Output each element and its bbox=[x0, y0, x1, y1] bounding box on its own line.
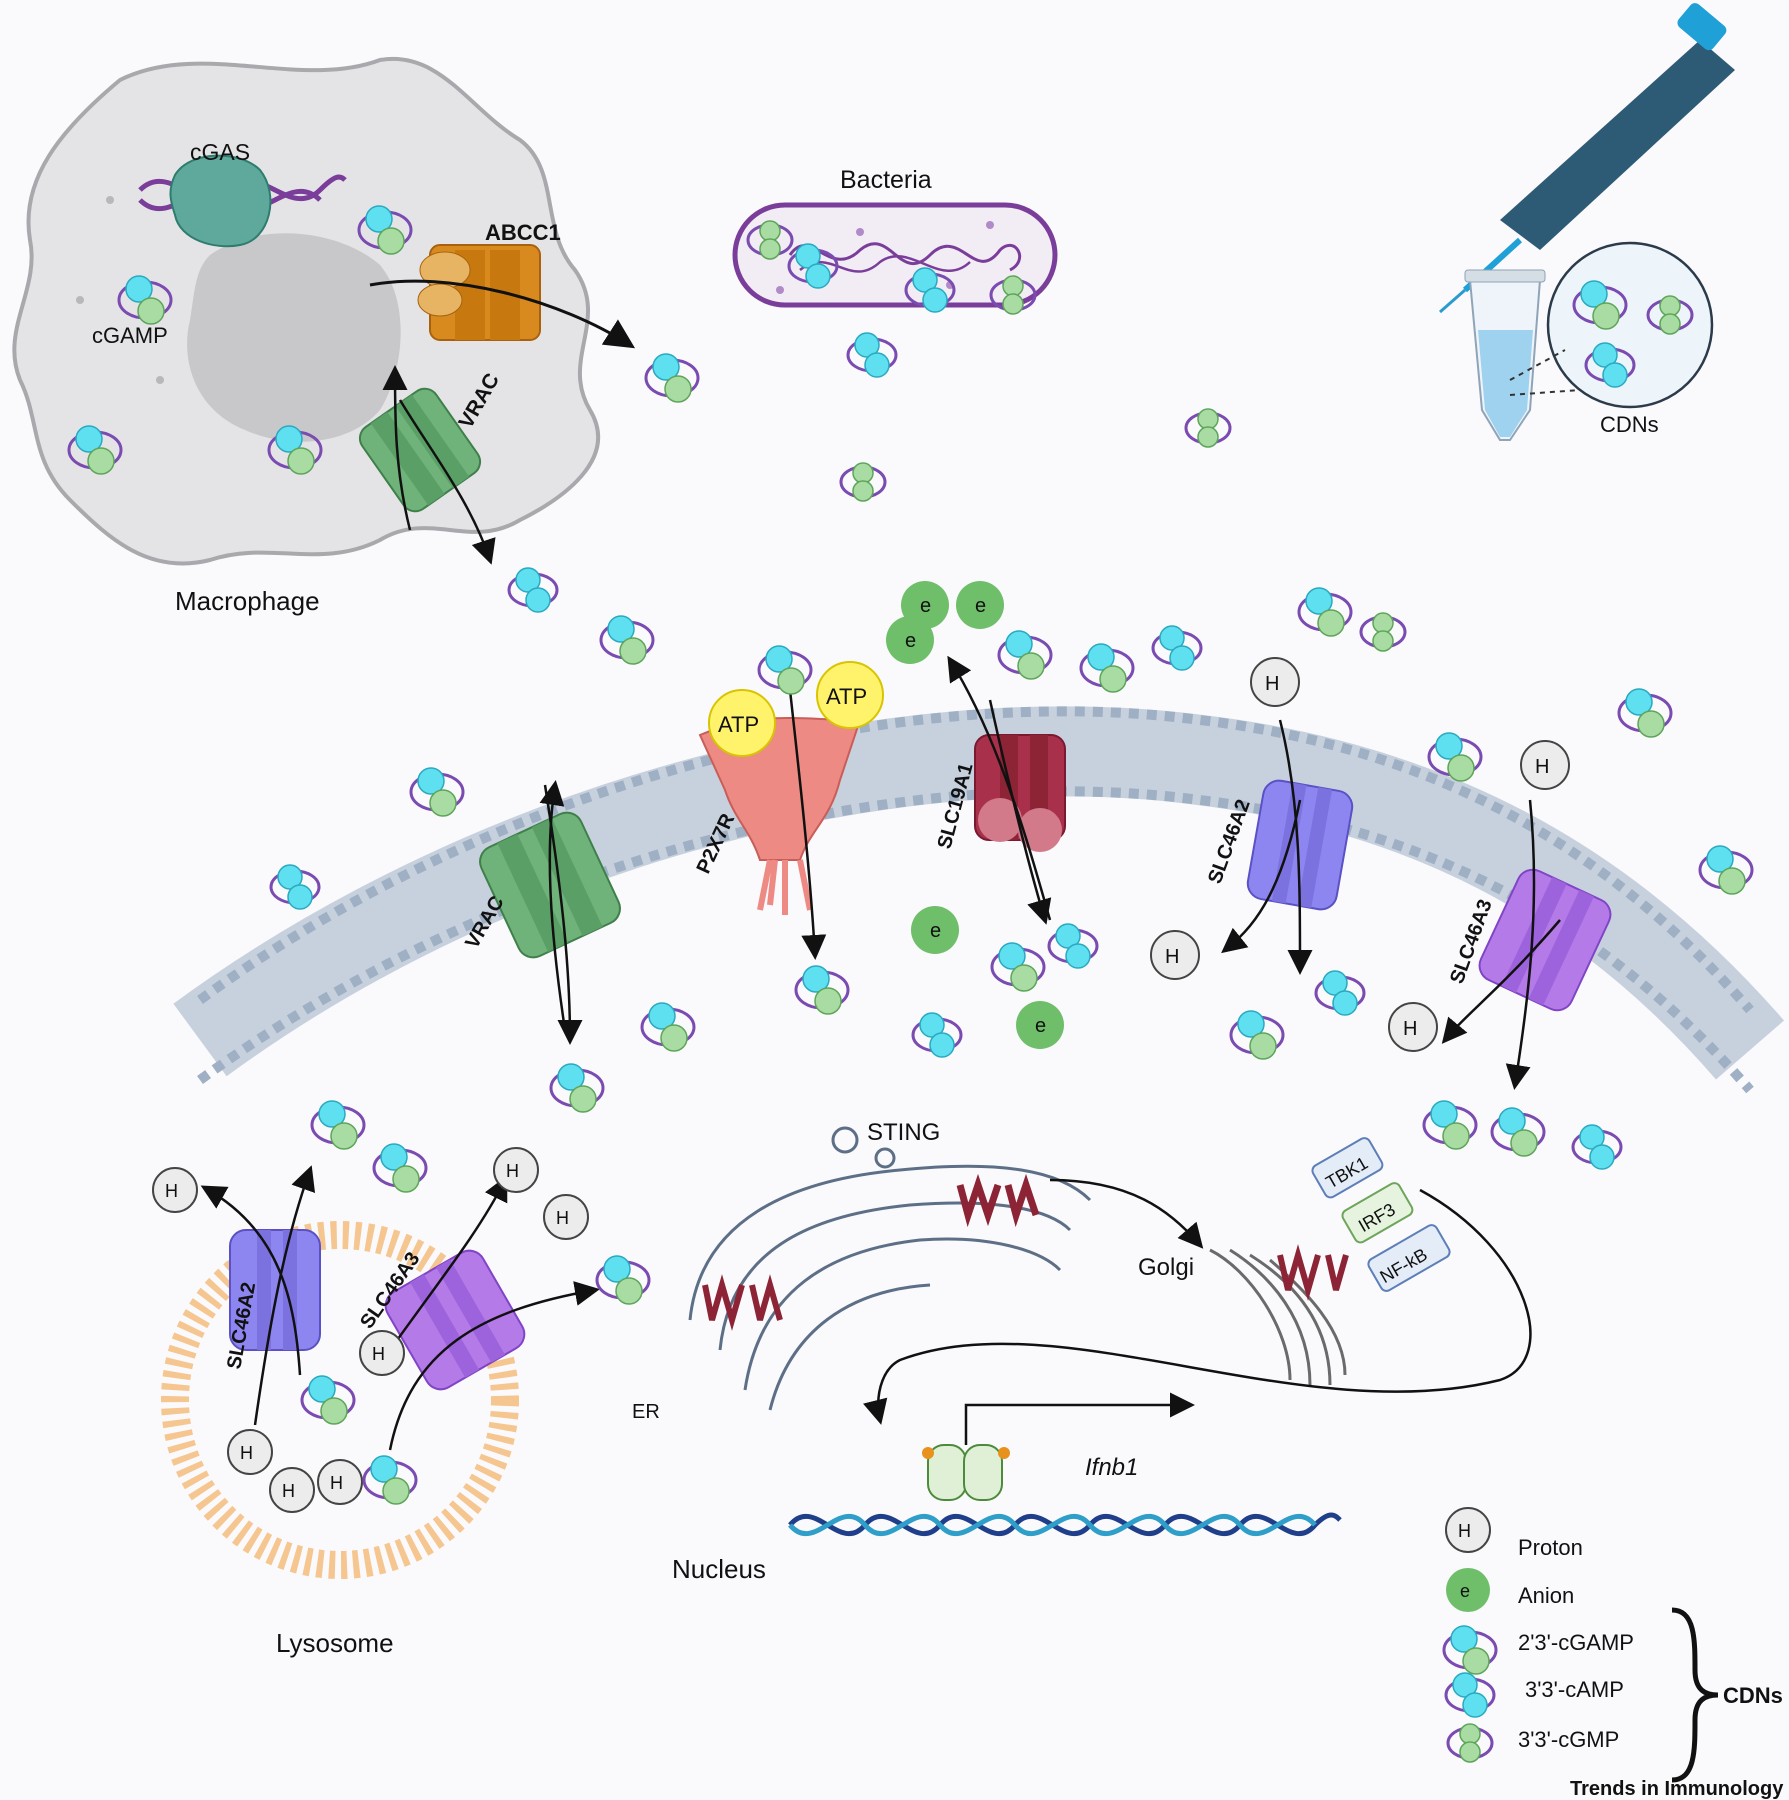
lys-a3-arrow-cdn bbox=[388, 1281, 600, 1451]
cdns-tube-label: CDNs bbox=[1600, 412, 1659, 437]
macrophage-label: Macrophage bbox=[175, 586, 320, 616]
legend-camp-label: 3'3'-cAMP bbox=[1525, 1677, 1624, 1702]
anion-e-4: e bbox=[930, 920, 941, 942]
transcription-factor bbox=[922, 1444, 1010, 1501]
proton-lys-6: H bbox=[282, 1481, 295, 1501]
atp-bubble-2 bbox=[816, 661, 884, 729]
er-organelle bbox=[688, 1126, 1092, 1411]
microtube-icon bbox=[1464, 269, 1546, 441]
lys-arrow-proton-out bbox=[200, 1185, 302, 1376]
legend-cdns-label: CDNs bbox=[1723, 1683, 1783, 1708]
lys-a3-arrow-proton bbox=[388, 1175, 508, 1351]
legend-anion-icon bbox=[1446, 1568, 1490, 1612]
p2x7r-arrow bbox=[788, 689, 827, 960]
golgi-label: Golgi bbox=[1138, 1254, 1194, 1281]
abcc1-transporter bbox=[417, 244, 541, 341]
bacteria-label: Bacteria bbox=[840, 166, 932, 194]
slc46a3-membrane-transporter bbox=[1478, 868, 1612, 1012]
atp-bubble-1 bbox=[708, 689, 776, 757]
proton-lys-3: H bbox=[556, 1208, 569, 1228]
tbk1-box bbox=[1311, 1137, 1384, 1199]
legend-proton-icon bbox=[1445, 1507, 1491, 1553]
legend-cgamp-label: 2'3'-cGAMP bbox=[1518, 1630, 1634, 1655]
vrac-arrow-in bbox=[382, 365, 412, 531]
abcc1-label: ABCC1 bbox=[485, 220, 561, 245]
slc46a2-arrow-cdn bbox=[1278, 719, 1313, 975]
proton-lys-7: H bbox=[330, 1473, 343, 1493]
vrac-mem-arrow-down bbox=[543, 784, 583, 1045]
journal-credit: Trends in Immunology bbox=[1570, 1778, 1784, 1800]
legend-cgamp-icon bbox=[1442, 1624, 1498, 1676]
proton-h-1: H bbox=[1265, 673, 1279, 695]
dna-helix bbox=[788, 1512, 1342, 1536]
legend: H Proton e Anion 2'3'-cGAMP 3'3'-cAMP 3'… bbox=[1442, 1507, 1783, 1783]
atp-label-2: ATP bbox=[826, 684, 867, 709]
vrac-mem-arrow-up bbox=[539, 780, 567, 1031]
anion-e-5: e bbox=[1035, 1015, 1046, 1037]
er-label: ER bbox=[632, 1401, 660, 1423]
cgas-dna-icon bbox=[138, 154, 347, 248]
sting-top-dimer bbox=[956, 1173, 1040, 1228]
slc46a2-lysosome-transporter bbox=[229, 1229, 321, 1351]
proton-lys-4: H bbox=[372, 1344, 385, 1364]
nfkb-box bbox=[1367, 1224, 1451, 1292]
slc46a3-arrow-proton bbox=[1441, 919, 1561, 1044]
proton-cluster-membrane bbox=[1150, 657, 1570, 1052]
sting-label: STING bbox=[867, 1119, 940, 1146]
slc46a2-arrow-proton bbox=[1221, 799, 1302, 954]
cdns-brace bbox=[1671, 1607, 1719, 1783]
proton-lys-5: H bbox=[240, 1443, 253, 1463]
sting-er-dimer bbox=[702, 1274, 783, 1331]
legend-proton-label: Proton bbox=[1518, 1535, 1583, 1560]
proton-h-4: H bbox=[1403, 1018, 1417, 1040]
anion-e-3: e bbox=[905, 630, 916, 652]
slc19a1-transporter bbox=[974, 734, 1066, 852]
legend-cgmp-label: 3'3'-cGMP bbox=[1518, 1727, 1619, 1752]
sting-golgi-dimer bbox=[1277, 1244, 1349, 1301]
ifnb1-label: Ifnb1 bbox=[1085, 1454, 1138, 1481]
proton-lys-1: H bbox=[165, 1181, 178, 1201]
anion-e-2: e bbox=[975, 595, 986, 617]
golgi-organelle bbox=[1209, 1248, 1347, 1386]
slc46a2-membrane-label: SLC46A2 bbox=[1204, 797, 1255, 887]
slc19a1-arrow-in bbox=[988, 699, 1052, 925]
vrac-arrow-out bbox=[398, 399, 496, 565]
pipette-icon bbox=[1439, 3, 1735, 314]
anion-cluster bbox=[886, 581, 1064, 1049]
proton-lys-2: H bbox=[506, 1161, 519, 1181]
zoom-line-a bbox=[1509, 349, 1566, 381]
legend-cgmp-icon bbox=[1446, 1722, 1494, 1764]
lysosome-membrane bbox=[161, 1221, 519, 1579]
abcc1-export-arrow bbox=[369, 279, 636, 349]
legend-anion-label: Anion bbox=[1518, 1583, 1574, 1608]
atp-label-1: ATP bbox=[718, 712, 759, 737]
cgas-label: cGAS bbox=[190, 139, 250, 165]
irf3-box bbox=[1341, 1182, 1414, 1244]
anion-e-1: e bbox=[920, 595, 931, 617]
zoom-line-b bbox=[1509, 389, 1581, 396]
lysosome-label: Lysosome bbox=[276, 1628, 394, 1658]
proton-cluster-lysosome bbox=[152, 1147, 589, 1513]
proton-h-3: H bbox=[1165, 946, 1179, 968]
transcription-arrow bbox=[964, 1392, 1195, 1445]
lys-arrow-cdn-out bbox=[253, 1165, 316, 1426]
slc46a3-arrow-cdn bbox=[1505, 799, 1536, 1090]
legend-camp-icon bbox=[1444, 1671, 1496, 1719]
cgamp-label: cGAMP bbox=[92, 323, 168, 348]
signal-to-nucleus-arrow bbox=[863, 1188, 1532, 1425]
legend-proton-symbol: H bbox=[1458, 1521, 1471, 1541]
nucleus-label: Nucleus bbox=[672, 1554, 766, 1584]
sting-to-golgi-arrow bbox=[1049, 1178, 1204, 1249]
legend-anion-symbol: e bbox=[1460, 1581, 1470, 1601]
proton-h-2: H bbox=[1535, 756, 1549, 778]
